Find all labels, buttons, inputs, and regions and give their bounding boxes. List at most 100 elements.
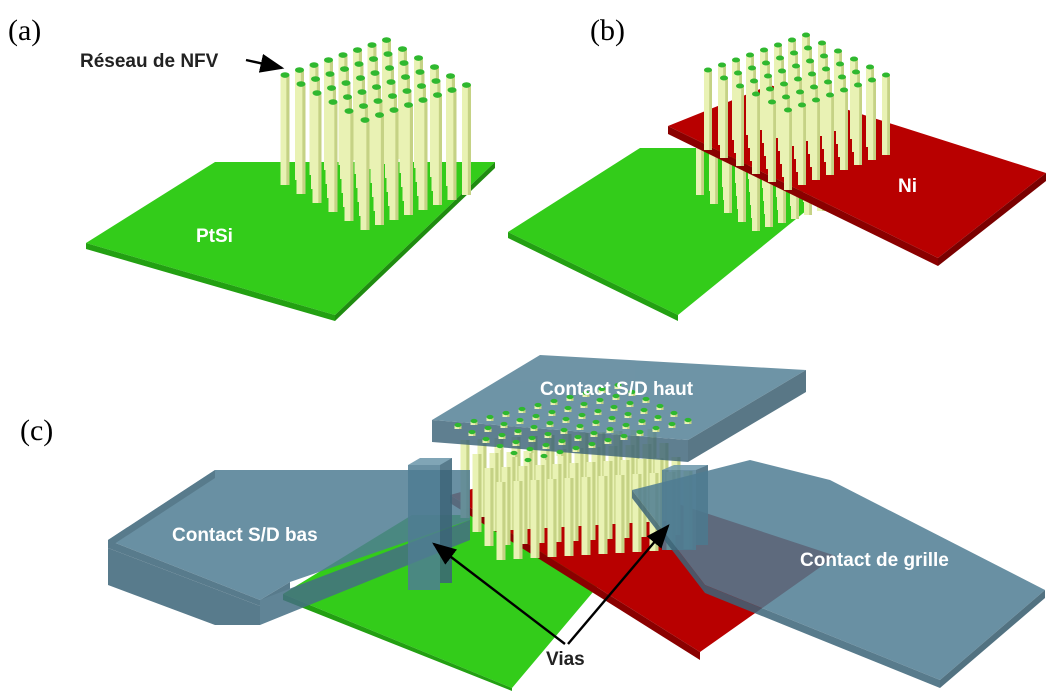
nanowire	[556, 449, 564, 456]
nanowire	[280, 72, 290, 185]
nanowire	[738, 167, 746, 222]
nanowire	[500, 421, 508, 428]
nanowire	[510, 450, 518, 457]
nanowire	[484, 468, 494, 546]
nanowire	[518, 406, 526, 413]
nanowire	[404, 102, 413, 215]
nanowire	[580, 401, 588, 408]
nanowire	[502, 410, 510, 417]
nanowire	[564, 405, 572, 412]
nanowire	[574, 434, 582, 441]
nanowire	[418, 97, 428, 210]
nanowire	[547, 479, 557, 557]
nanowire	[528, 435, 536, 442]
nanowire	[498, 432, 506, 439]
nanowire	[328, 99, 338, 212]
nanowire	[868, 77, 876, 160]
nanowire	[344, 108, 354, 221]
arrow-icon	[567, 524, 670, 645]
nanowire	[752, 176, 760, 231]
nanowire	[296, 81, 306, 194]
nanowire	[576, 423, 584, 430]
nanowire	[620, 460, 630, 538]
panel-a: (a) PtSi Réseau de NFV	[8, 14, 495, 321]
top-contact	[432, 355, 806, 462]
nanowire	[586, 462, 596, 540]
nanowire	[546, 420, 554, 427]
nanowire	[470, 418, 478, 425]
nanowire	[594, 408, 602, 415]
nanowire	[572, 445, 580, 452]
nanowire	[752, 91, 760, 174]
nanowire	[614, 382, 622, 389]
nanowire	[736, 83, 744, 166]
nanowire	[462, 82, 471, 195]
ptsi-plate-c	[283, 515, 620, 688]
nanowire	[482, 436, 490, 443]
nanowire	[582, 390, 590, 397]
nanowire-array-a	[280, 37, 471, 230]
nanowire	[710, 149, 718, 204]
nanowire	[558, 438, 566, 445]
via-left	[408, 458, 452, 590]
nanowire	[550, 398, 558, 405]
nanowire-array-label: Réseau de NFV	[80, 51, 219, 72]
nanowire	[518, 466, 528, 544]
nanowire	[652, 425, 660, 432]
nanowire	[454, 422, 462, 429]
nanowire	[552, 464, 562, 542]
nanowire	[654, 414, 662, 421]
bottom-contact-label: Contact S/D bas	[172, 525, 318, 546]
ni-label: Ni	[898, 176, 917, 197]
nanowire	[724, 158, 732, 213]
ptsi-label: PtSi	[196, 226, 233, 247]
nanowire	[882, 72, 890, 155]
nanowire	[389, 107, 399, 220]
panel-a-letter: (a)	[8, 14, 41, 47]
arrow-icon	[245, 53, 285, 73]
vias-label: Vias	[546, 649, 585, 670]
nanowire	[542, 442, 550, 449]
nanowire	[566, 394, 574, 401]
nanowire	[564, 478, 574, 556]
nanowire	[588, 441, 596, 448]
nanowire	[526, 446, 534, 453]
nanowire	[610, 404, 618, 411]
nanowire	[768, 99, 776, 182]
nanowire	[560, 427, 568, 434]
nanowire	[840, 87, 848, 170]
nanowire	[604, 437, 612, 444]
nanowire	[433, 92, 442, 205]
nanowire	[496, 443, 504, 450]
nanowire	[812, 97, 820, 180]
nanowire	[642, 396, 650, 403]
ptsi-plate-a-edge	[86, 243, 335, 321]
panel-b: (b) Ni	[508, 14, 1046, 321]
nanowire	[501, 467, 511, 545]
nanowire	[598, 476, 608, 554]
panel-c-letter: (c)	[20, 414, 53, 447]
nanowire-tips-under-top-contact	[454, 382, 692, 464]
nanowire	[826, 92, 834, 175]
nanowire	[596, 397, 604, 404]
nanowire	[720, 75, 728, 158]
nanowire	[798, 102, 806, 185]
nanowire	[590, 430, 598, 437]
nanowire	[622, 422, 630, 429]
nanowire	[524, 457, 532, 464]
nanowire	[578, 412, 586, 419]
nanowire	[626, 400, 634, 407]
nanowire	[612, 393, 620, 400]
nanowire	[513, 481, 523, 559]
nanowire	[696, 140, 704, 195]
nanowire	[598, 386, 606, 393]
nanowire	[375, 112, 384, 225]
nanowire	[544, 431, 552, 438]
nanowire	[312, 90, 322, 203]
nanowire	[530, 424, 538, 431]
panel-c: (c) Contact S/D bas Cont	[20, 355, 1045, 691]
nanowire	[765, 172, 773, 227]
nanowire	[486, 414, 494, 421]
nanowire	[778, 168, 786, 223]
